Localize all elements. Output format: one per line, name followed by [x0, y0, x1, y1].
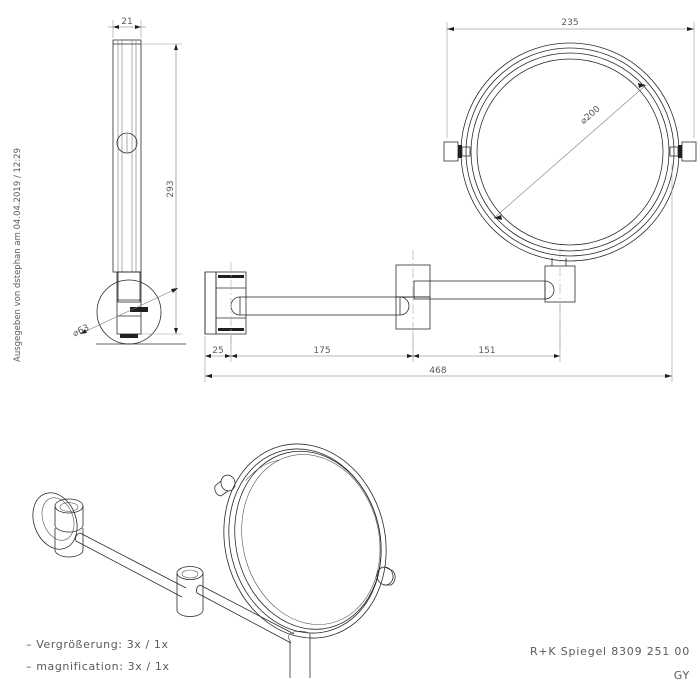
dim-side-height: 293	[166, 180, 176, 197]
front-dim-phi200	[493, 83, 647, 220]
iso-hinge-left	[214, 474, 236, 497]
dim-total-reach: 468	[429, 366, 446, 376]
dim-flange-diameter: ⌀63	[71, 323, 91, 339]
dim-arm-second: 151	[478, 346, 495, 356]
front-dim-235	[446, 22, 695, 138]
side-dim-phi63	[79, 287, 179, 335]
dim-wall-plate: 25	[212, 346, 223, 356]
iso-hinge-right	[376, 566, 396, 586]
isometric-geometry	[32, 443, 396, 678]
note-magnification-de: – Vergrößerung: 3x / 1x	[26, 638, 169, 651]
title-product: R+K Spiegel 8309 251 00	[530, 645, 690, 658]
title-variant: GY	[674, 669, 690, 682]
side-dim-293	[141, 43, 182, 335]
dim-mirror-diameter: ⌀200	[579, 104, 603, 127]
sheet-stamp: Ausgegeben von dstephan am 04.04.2019 / …	[13, 148, 23, 362]
dim-arm-first: 175	[313, 346, 330, 356]
side-elevation-geometry	[96, 39, 186, 345]
dim-side-width: 21	[121, 17, 132, 27]
front-dim-chain	[204, 164, 673, 382]
dim-front-width: 235	[561, 18, 578, 28]
side-dim-21	[108, 20, 146, 38]
note-magnification-en: – magnification: 3x / 1x	[26, 660, 170, 673]
